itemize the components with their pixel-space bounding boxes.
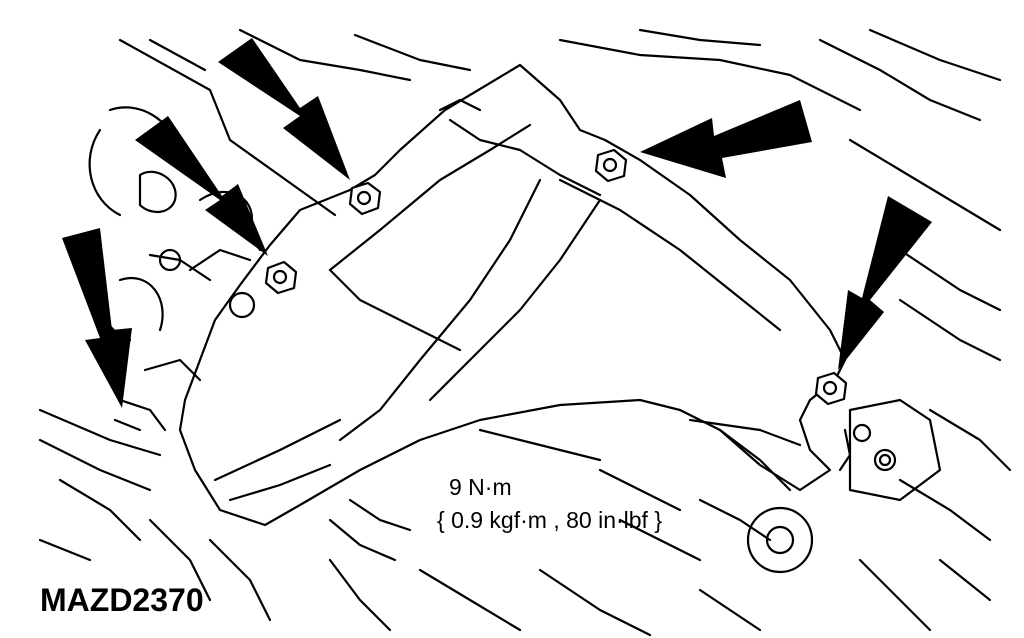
nut-top-right xyxy=(594,148,628,183)
arrow-left-lower xyxy=(62,228,132,408)
nut-left xyxy=(264,260,298,295)
arrow-top-left xyxy=(218,38,350,180)
engine-background xyxy=(38,28,1012,637)
arrow-left-upper xyxy=(135,116,268,256)
arrow-top-right xyxy=(640,100,812,178)
torque-value-alt: { 0.9 kgf·m , 80 in·lbf } xyxy=(437,507,663,533)
figure-code: MAZD2370 xyxy=(40,582,204,618)
arrow-right xyxy=(838,196,932,370)
nut-top-left xyxy=(348,181,382,216)
torque-value-nm: 9 N·m xyxy=(449,474,512,500)
nut-right xyxy=(814,371,848,406)
engine-cover-panel xyxy=(178,63,852,527)
